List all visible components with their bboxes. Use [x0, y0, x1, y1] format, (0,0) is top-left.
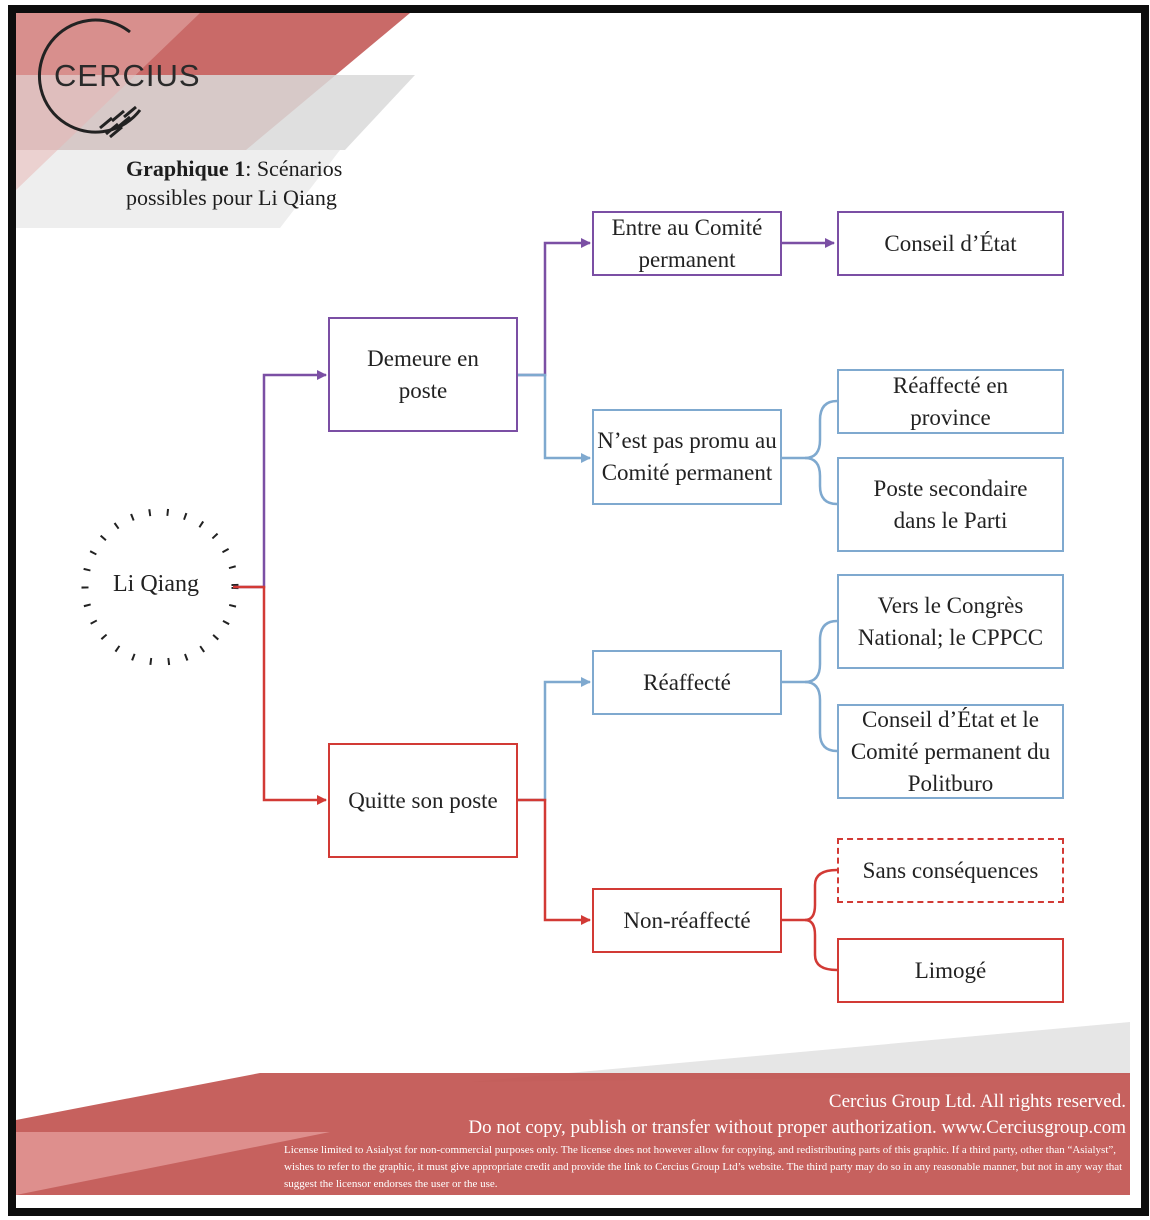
node-limoge: Limogé [837, 938, 1064, 1003]
node-poste-secondaire: Poste secondaire dans le Parti [837, 457, 1064, 552]
node-conseil-etat-comite: Conseil d’État et le Comité permanent du… [837, 704, 1064, 799]
node-entre-au-comite: Entre au Comité permanent [592, 211, 782, 276]
node-congres-national: Vers le Congrès National; le CPPCC [837, 574, 1064, 669]
node-reaffecte: Réaffecté [592, 650, 782, 715]
node-sans-consequences: Sans conséquences [837, 838, 1064, 903]
cercius-logo-mark [37, 18, 142, 139]
footer-license: License limited to Asialyst for non-comm… [284, 1144, 1123, 1190]
chart-title: Graphique 1: Scénarios possibles pour Li… [126, 154, 342, 212]
node-non-reaffecte: Non-réaffecté [592, 888, 782, 953]
node-quitte-son-poste: Quitte son poste [328, 743, 518, 858]
footer-notice: Do not copy, publish or transfer without… [468, 1117, 1126, 1138]
title-rest: : Scénarios [245, 156, 343, 181]
title-bold: Graphique 1 [126, 156, 246, 181]
footer-copyright: Cercius Group Ltd. All rights reserved. [828, 1091, 1126, 1112]
node-nest-pas-promu: N’est pas promu au Comité permanent [592, 409, 782, 505]
node-conseil-etat: Conseil d’État [837, 211, 1064, 276]
node-demeure-en-poste: Demeure en poste [328, 317, 518, 432]
title-line2: possibles pour Li Qiang [126, 185, 337, 210]
root-node-label: Li Qiang [113, 571, 199, 597]
node-reaffecte-en-province: Réaffecté en province [837, 369, 1064, 434]
footer-decoration [16, 1022, 1130, 1195]
logo-wordmark: CERCIUS [54, 58, 201, 93]
